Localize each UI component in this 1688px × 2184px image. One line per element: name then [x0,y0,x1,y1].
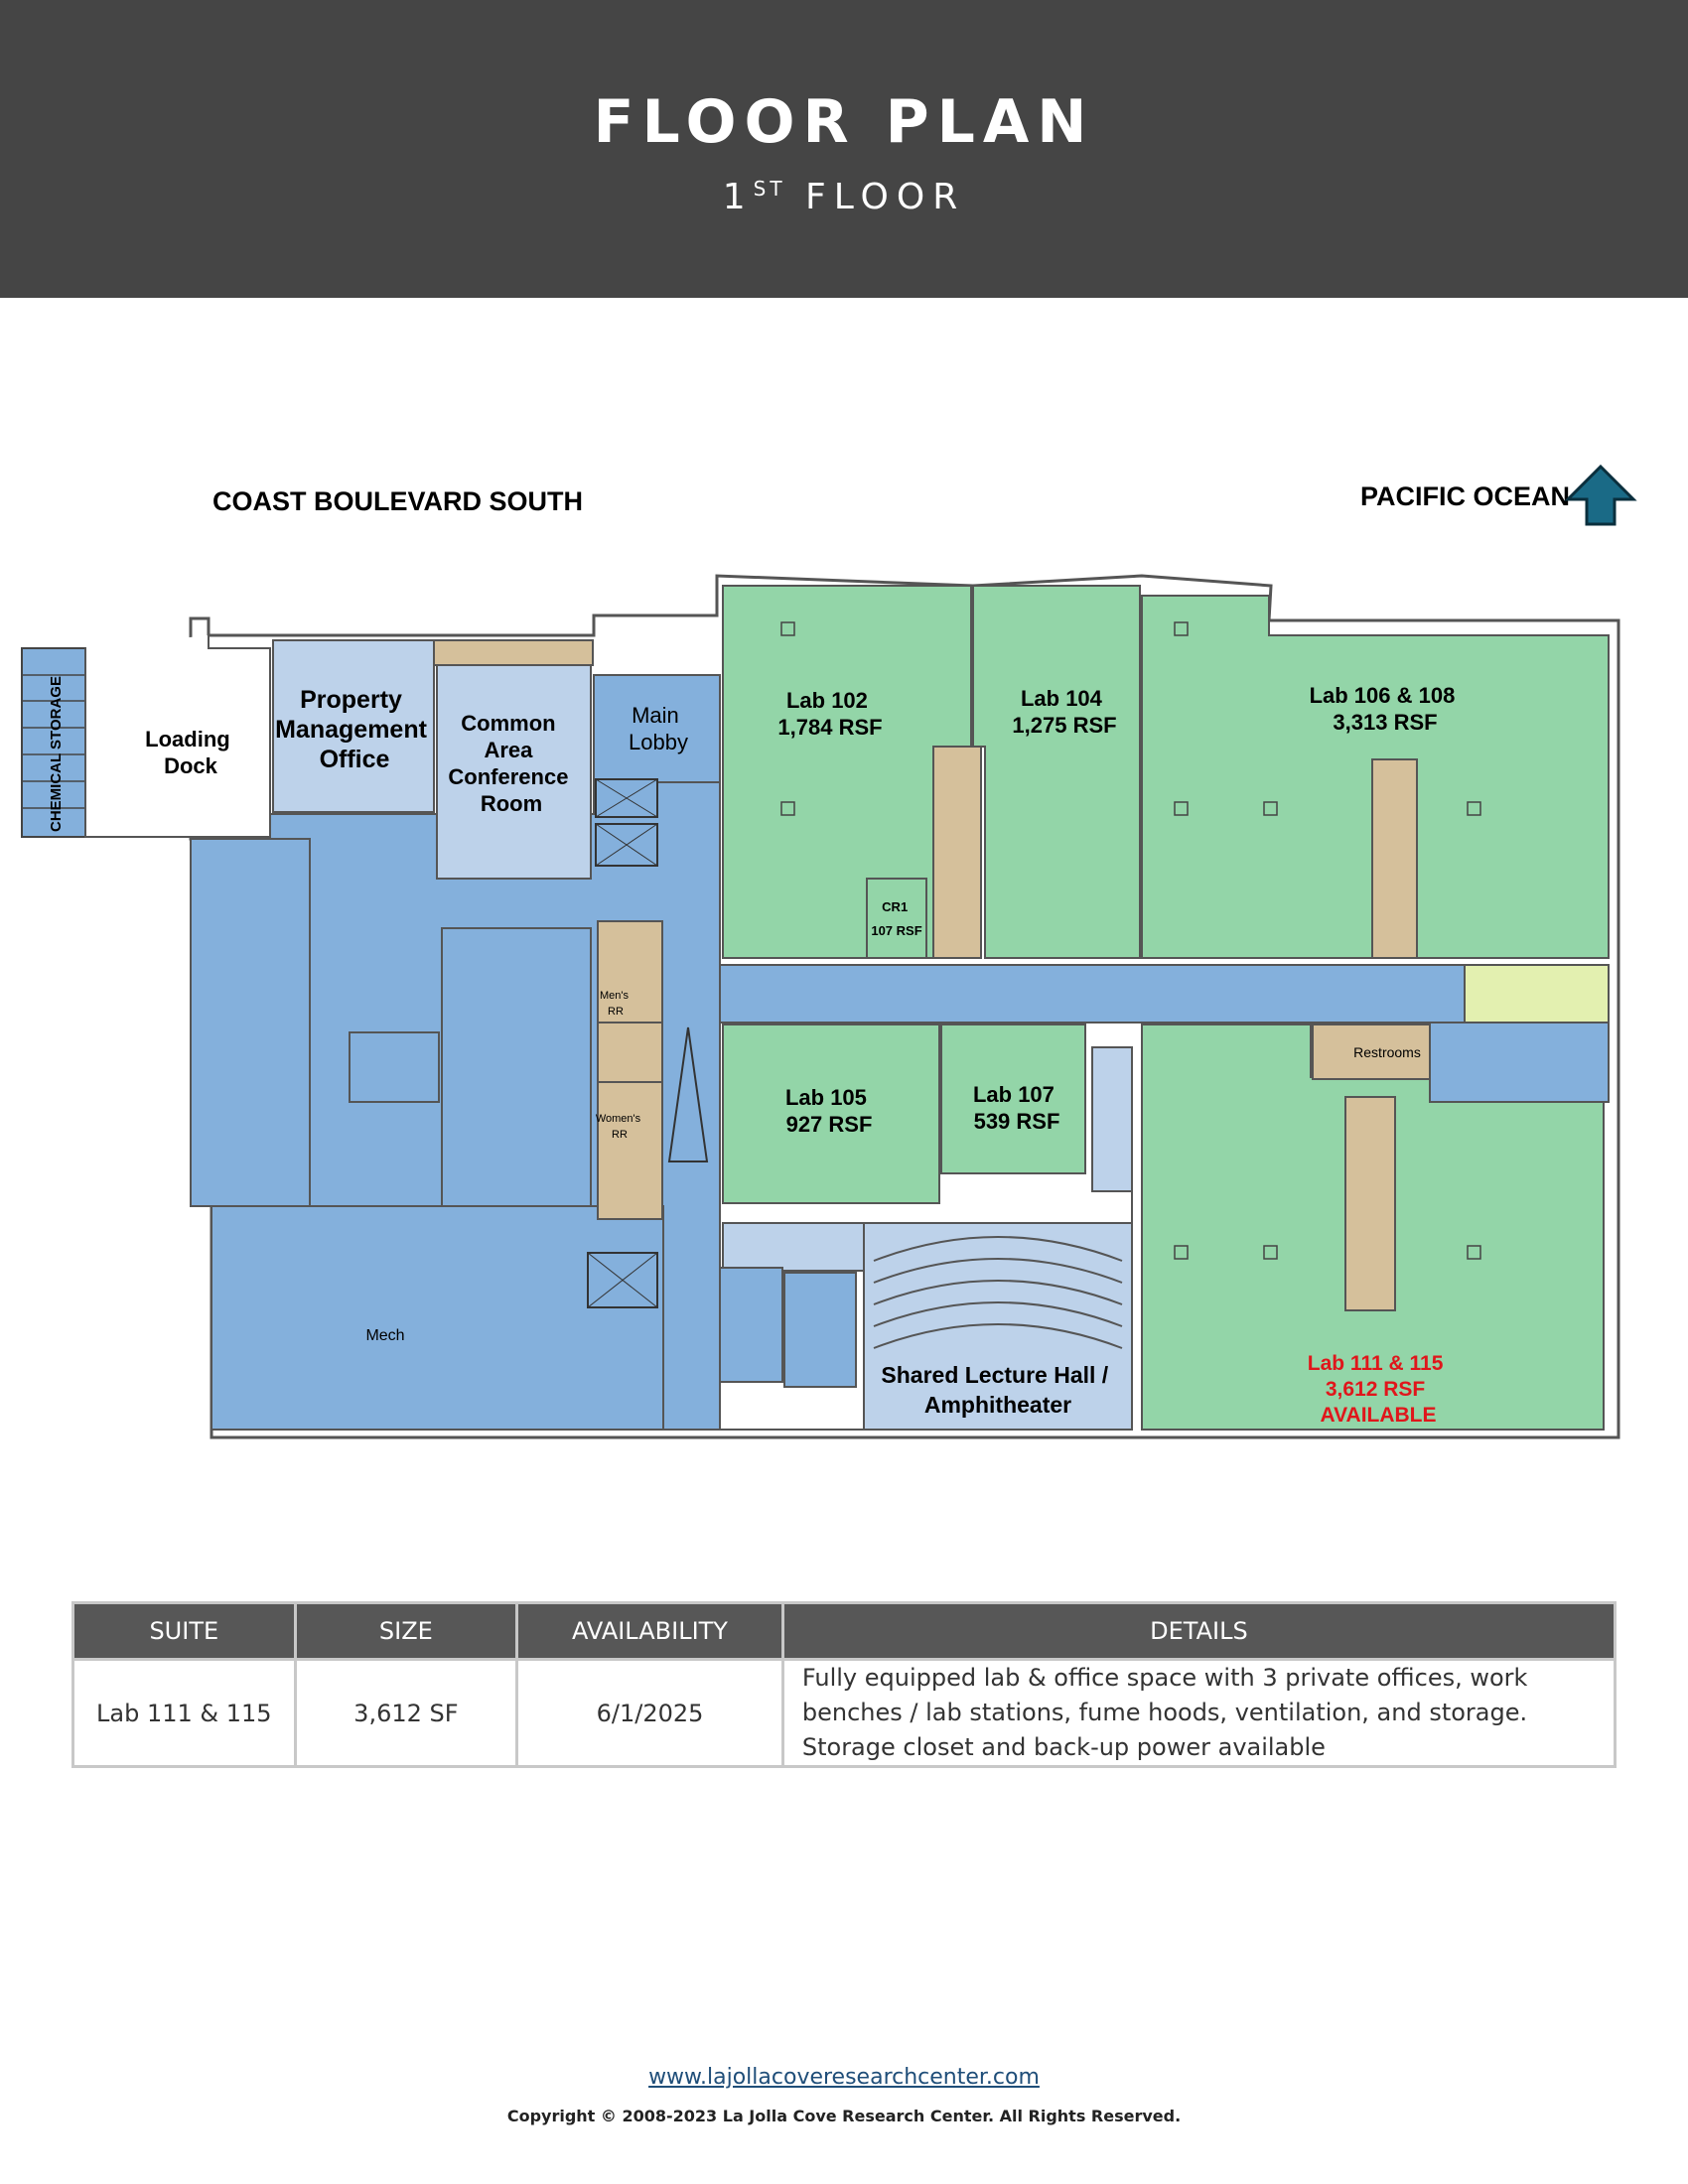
ramp-arrow-icon [667,1026,709,1162]
column-header-availability: AVAILABILITY [515,1601,784,1661]
column-header-details: DETAILS [780,1601,1618,1661]
column-header-size: SIZE [293,1601,519,1661]
north-arrow-icon [1564,464,1637,526]
lab-106-108-label: Lab 106 & 108 3,313 RSF [1310,683,1462,735]
conference-room [436,664,592,880]
lab-111-bench [1344,1096,1396,1311]
column-header-suite: SUITE [71,1601,297,1661]
lab-107 [940,1024,1086,1174]
suite-table: SUITE SIZE AVAILABILITY DETAILS Lab 111 … [71,1601,1618,1768]
lab-111-115-label: Lab 111 & 115 3,612 RSF AVAILABLE [1308,1352,1449,1427]
restroom-core-west [597,920,663,1220]
table-header-row: SUITE SIZE AVAILABILITY DETAILS [71,1601,1618,1661]
street-label: COAST BOULEVARD SOUTH [212,486,584,516]
restrooms-east-label: Restrooms [1353,1044,1421,1060]
lecture-seating-rows [873,1236,1123,1349]
lecture-hall-main [863,1222,1133,1431]
loading-dock-label: Loading Dock [145,727,236,778]
page-title: FLOOR PLAN [593,87,1095,157]
lab-102-bench [932,746,982,959]
page-subtitle: 1ST FLOOR [0,177,1688,217]
website-link[interactable]: www.lajollacoveresearchcenter.com [648,2065,1040,2090]
header-banner: FLOOR PLAN 1ST FLOOR [0,0,1688,298]
floor-plan: CHEMICAL STORAGE Loading Dock Property M… [21,464,1637,1439]
chemical-storage-label: CHEMICAL STORAGE [48,676,65,832]
womens-restroom-label: Women's RR [596,1113,643,1141]
subtitle-number: 1 [722,177,754,217]
cell-size: 3,612 SF [293,1658,519,1768]
office-small [349,1031,440,1103]
copyright-text: Copyright © 2008-2023 La Jolla Cove Rese… [506,2107,1182,2125]
lab-107-label: Lab 107 539 RSF [973,1082,1060,1134]
storage-strip [433,639,594,666]
lab-102-label: Lab 102 1,784 RSF [777,688,882,740]
lecture-hall-label: Shared Lecture Hall / Amphitheater [881,1362,1114,1418]
lab-105 [722,1024,940,1204]
main-lobby [593,674,721,783]
lab-104-label: Lab 104 1,275 RSF [1012,686,1116,738]
lab-106-bench [1371,758,1418,959]
stair-west [719,1267,783,1383]
property-management-office [272,639,435,813]
mech-label: Mech [365,1327,404,1344]
vestibule [1464,964,1610,1024]
cell-details: Fully equipped lab & office space with 3… [780,1658,1618,1768]
loading-dock-area [84,635,271,838]
structural-columns [780,621,1481,1260]
property-management-label: Property Management Office [275,686,434,773]
restrooms-east [1312,1024,1431,1080]
mech-room [211,1205,664,1431]
cell-suite: Lab 111 & 115 [71,1658,297,1768]
ocean-label: PACIFIC OCEAN [1360,481,1571,511]
chemical-storage-room [21,647,86,838]
subtitle-text: FLOOR [805,177,966,217]
cr1-label: CR1 107 RSF [871,899,921,938]
lab-105-label: Lab 105 927 RSF [785,1085,873,1137]
subtitle-suffix: ST [753,177,786,201]
table-row: Lab 111 & 115 3,612 SF 6/1/2025 Fully eq… [71,1658,1618,1768]
stair-core [783,1272,857,1388]
lab-104 [972,585,1141,959]
mens-restroom-label: Men's RR [600,990,632,1018]
east-stair-area [1429,1022,1610,1103]
office-west [190,838,311,1207]
conference-room-label: Common Area Conference Room [448,711,574,816]
cell-availability: 6/1/2025 [515,1658,784,1768]
cr1-room [866,878,927,959]
office-center [441,927,592,1207]
main-lobby-label: Main Lobby [629,703,688,754]
